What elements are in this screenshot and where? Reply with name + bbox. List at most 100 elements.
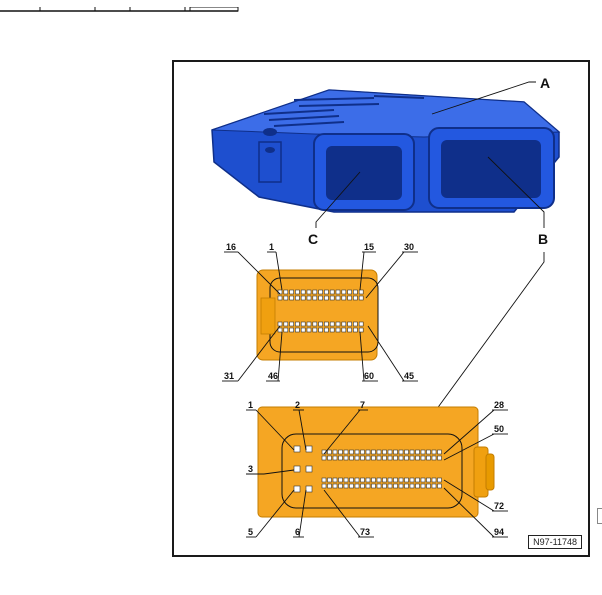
connector-b-pin [382, 455, 387, 461]
connector-b-pin [349, 455, 354, 461]
connector-c-pin [277, 327, 283, 333]
connector-c-pin [347, 327, 352, 333]
pin-label-b-1: 1 [248, 400, 253, 410]
connector-c-pin [353, 289, 358, 295]
connector-c-pin [289, 327, 294, 333]
connector-c-pin [289, 295, 294, 301]
pin-label-b-6: 6 [295, 527, 300, 537]
connector-b-pin [420, 483, 426, 489]
connector-b-pin [387, 449, 393, 455]
connector-c-pin [329, 295, 335, 301]
connector-b-pin [343, 477, 349, 483]
connector-c-pin [312, 327, 318, 333]
connector-b-pin [360, 455, 365, 461]
connector-c-pin [353, 295, 358, 301]
connector-b-pin-grid [293, 445, 442, 493]
connector-c-pin [324, 289, 329, 295]
connector-c-pin [289, 289, 294, 295]
connector-c-pin [318, 327, 323, 333]
connector-b-pin [321, 455, 327, 461]
connector-b-pin [420, 449, 426, 455]
connector-b-large-pin [305, 465, 313, 473]
connector-c-pin [329, 321, 335, 327]
connector-c-pin [300, 295, 306, 301]
pin-label-c-60: 60 [364, 371, 374, 381]
connector-b-pin [327, 449, 332, 455]
connector-b-pin [426, 449, 431, 455]
connector-c-pin [277, 295, 283, 301]
connector-b-pin [426, 477, 431, 483]
connector-b-pin [338, 455, 343, 461]
connector-b-pin [437, 477, 442, 483]
connector-b-large-pin [305, 485, 313, 493]
connector-b-pin [398, 477, 404, 483]
connector-b-pin [354, 455, 360, 461]
connector-c-pin [358, 321, 364, 327]
connector-b-pin [382, 449, 387, 455]
connector-b-pin [409, 477, 415, 483]
connector-b-large-pin [293, 485, 301, 493]
connector-c-pin [300, 289, 306, 295]
connector-c-pin [341, 327, 347, 333]
connector-b-pin [360, 477, 365, 483]
connector-c-pin [306, 321, 312, 327]
connector-c-pin [324, 327, 329, 333]
connector-b-pin [371, 483, 376, 489]
connector-b-pin [371, 477, 376, 483]
connector-b-pin [365, 455, 371, 461]
connector-b-pin [420, 477, 426, 483]
connector-c-pin [295, 289, 300, 295]
connector-b-pin [404, 455, 409, 461]
connector-b-pin [376, 449, 382, 455]
pin-label-c-46: 46 [268, 371, 278, 381]
connector-b-pin [354, 449, 360, 455]
connector-b-pin [382, 477, 387, 483]
connector-b-pin [332, 449, 338, 455]
pin-label-b-3: 3 [248, 464, 253, 474]
connector-c-pin [283, 327, 289, 333]
connector-c-pin [312, 289, 318, 295]
pin-label-b-94: 94 [494, 527, 504, 537]
connector-c-pin [341, 321, 347, 327]
pin-label-c-30: 30 [404, 242, 414, 252]
connector-c-pin [306, 289, 312, 295]
pin-label-c-45: 45 [404, 371, 414, 381]
part-label-c: C [308, 231, 318, 247]
connector-c-pin [312, 295, 318, 301]
connector-b-pin [332, 483, 338, 489]
connector-c-pin [335, 321, 341, 327]
connector-c-pin [277, 321, 283, 327]
connector-b-pin [387, 455, 393, 461]
connector-b-housing [257, 406, 495, 518]
connector-b-pin [404, 483, 409, 489]
pin-label-b-73: 73 [360, 527, 370, 537]
connector-b-pin [338, 477, 343, 483]
connector-c-pin [306, 295, 312, 301]
connector-b-pin [343, 483, 349, 489]
connector-b-pin [393, 449, 398, 455]
label-b-to-connector-leader [419, 252, 545, 433]
connector-b-pin [382, 483, 387, 489]
diagram-canvas: A C B 16 1 15 30 31 [211, 75, 561, 538]
connector-b-pin [365, 449, 371, 455]
connector-b-pin [360, 449, 365, 455]
connector-b-pin [415, 455, 420, 461]
connector-b-pin [327, 483, 332, 489]
connector-c-pin [347, 289, 352, 295]
label-c-leader [315, 171, 361, 228]
connector-b-pin [398, 455, 404, 461]
connector-b-pin [409, 449, 415, 455]
connector-b-pin [371, 455, 376, 461]
connector-c-pin [312, 321, 318, 327]
connector-c-pin [341, 295, 347, 301]
connector-b-pin [431, 477, 437, 483]
connector-c-pin [300, 327, 306, 333]
pin-label-c-15: 15 [364, 242, 374, 252]
connector-c-pin [329, 289, 335, 295]
connector-b-pin [393, 477, 398, 483]
connector-c-pin [324, 321, 329, 327]
connector-b-pin-labels: 1 2 7 28 50 3 5 6 73 [246, 400, 508, 538]
connector-b-pin [338, 483, 343, 489]
label-a-leader [431, 81, 536, 115]
connector-c-pin [283, 295, 289, 301]
